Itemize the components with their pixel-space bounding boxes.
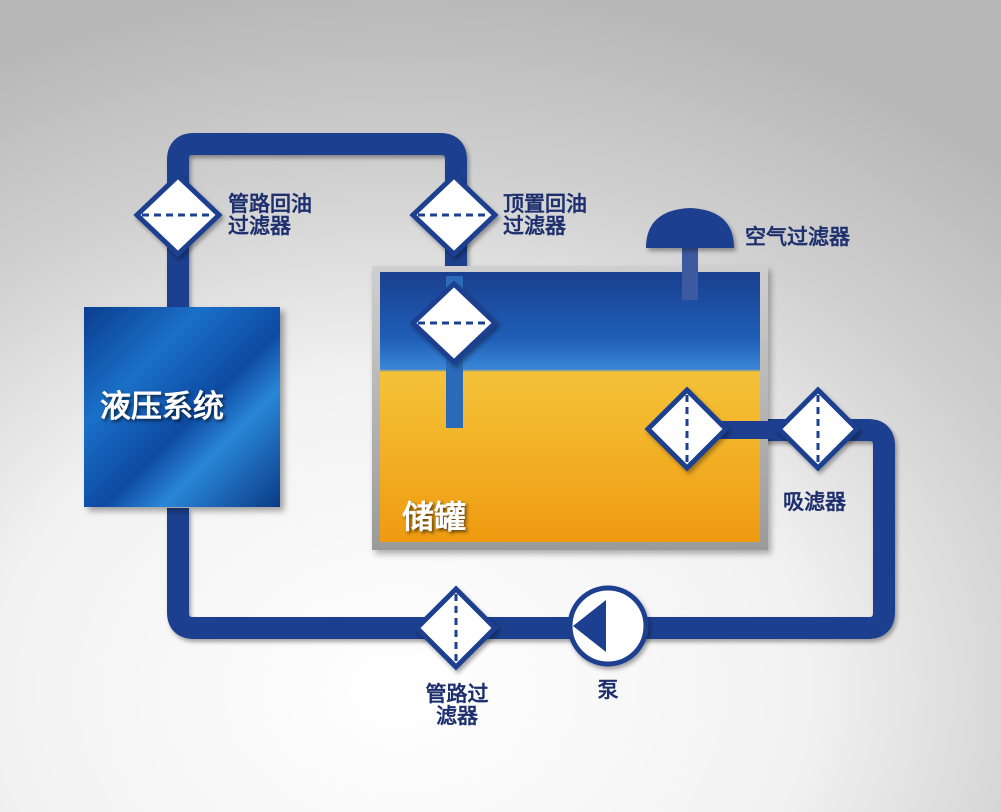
air-filter-icon xyxy=(646,208,734,248)
tank-suction-filter-icon xyxy=(644,386,730,472)
suction-filter-icon xyxy=(775,386,861,472)
line-return-filter-icon xyxy=(133,172,223,258)
line-filter-label: 管路过 滤器 xyxy=(425,682,489,728)
pump-label: 泵 xyxy=(597,678,619,702)
tank-label: 储罐 xyxy=(402,498,467,536)
hydraulic-system-label: 液压系统 xyxy=(100,389,224,425)
top-return-filter-label: 顶置回油 过滤器 xyxy=(503,192,587,238)
line-return-filter-label: 管路回油 过滤器 xyxy=(228,192,312,238)
pipe-bottom-loop xyxy=(167,419,895,639)
air-filter-label: 空气过滤器 xyxy=(745,225,850,249)
top-return-filter-icon xyxy=(409,172,499,258)
pump-icon xyxy=(567,585,649,667)
pipe-top-loop xyxy=(167,133,467,310)
suction-filter-label: 吸滤器 xyxy=(783,490,846,514)
hydraulic-system-box xyxy=(84,307,280,507)
line-filter-icon xyxy=(413,585,499,671)
tank-return-filter-icon xyxy=(409,280,499,366)
